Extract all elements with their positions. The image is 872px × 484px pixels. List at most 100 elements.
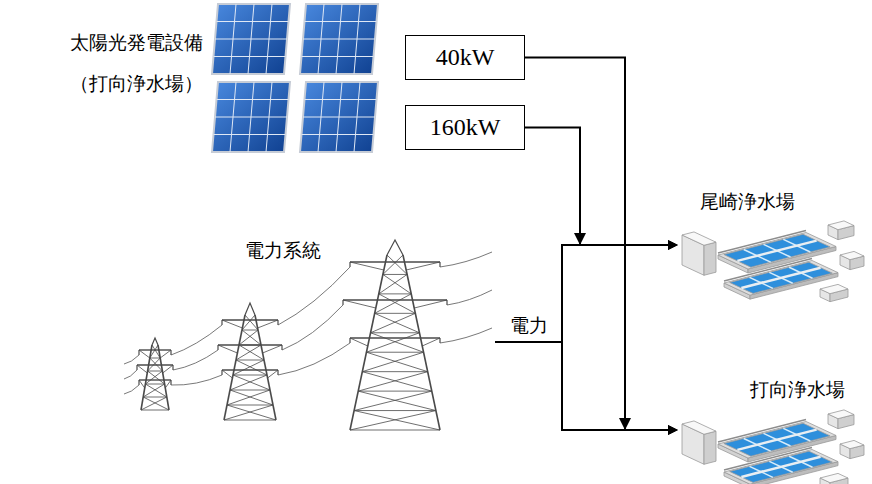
power-box: 40kW	[405, 35, 525, 80]
solar-panel	[212, 82, 290, 152]
text-group: 160kW	[430, 112, 501, 143]
tower-member	[172, 365, 173, 370]
tower-member	[362, 372, 431, 391]
tower-member	[160, 350, 171, 358]
tower-member	[137, 364, 173, 365]
solar-panel	[300, 4, 378, 74]
tower-member	[354, 391, 432, 410]
tower-member	[371, 313, 416, 332]
power-line	[440, 252, 492, 267]
tower-member	[218, 345, 237, 353]
tower-member	[139, 350, 150, 358]
tower-member	[224, 420, 276, 421]
tower-member	[375, 313, 416, 314]
tower-member	[379, 294, 416, 313]
tower-member	[406, 262, 440, 270]
tower-member	[375, 313, 420, 332]
building-face	[704, 242, 716, 275]
tower-member	[387, 255, 407, 274]
tower-member	[439, 338, 440, 343]
tower-member	[137, 365, 147, 373]
tower-member	[218, 344, 282, 345]
tower-member	[375, 294, 412, 313]
building-roof	[820, 284, 848, 293]
tower-member	[221, 370, 222, 375]
tower-member	[383, 274, 407, 275]
basin-walkway	[737, 430, 816, 450]
power-value: 160kW	[430, 112, 501, 143]
tower-member	[258, 320, 278, 328]
power-line	[171, 375, 222, 385]
tower-peak	[152, 338, 158, 345]
tower-member	[242, 330, 261, 345]
power-line	[173, 350, 218, 370]
panel-grid	[354, 82, 360, 152]
node-label: 尾崎浄水場	[700, 189, 795, 214]
tower-member	[379, 293, 411, 294]
tower-member	[242, 315, 255, 330]
tower-member	[343, 300, 376, 308]
junction-arrow-head	[619, 418, 631, 430]
tower-member	[358, 391, 432, 392]
node-label: 電力系統	[245, 238, 321, 263]
building-roof	[820, 473, 848, 482]
panel-grid	[266, 82, 272, 152]
tower-member	[383, 255, 403, 274]
water-plant-node: 打向浄水場	[678, 376, 870, 484]
water-plant	[682, 410, 864, 484]
tower-member	[281, 345, 282, 350]
panel-grid	[214, 134, 286, 135]
text-group: 電力系統	[245, 238, 321, 263]
tower-member	[277, 320, 278, 325]
panel-grid	[266, 4, 272, 74]
tower-member	[233, 375, 270, 390]
tower-member	[383, 274, 411, 293]
tower-member	[170, 350, 171, 355]
tower-member	[230, 375, 267, 390]
tower-member	[362, 371, 427, 372]
panel-grid	[214, 56, 286, 57]
basin-rail	[718, 419, 806, 442]
node-label: （打向浄水場）	[70, 71, 203, 96]
tower-member	[277, 370, 278, 375]
tower-member	[230, 390, 273, 405]
tower-member	[349, 262, 350, 267]
power-flow-arrow	[495, 245, 672, 342]
tower-member	[350, 430, 440, 431]
tower-member	[222, 320, 242, 328]
power-line	[124, 370, 137, 379]
tower-member	[371, 333, 424, 352]
tower-member	[350, 337, 440, 338]
tower-peak	[245, 303, 255, 315]
tower-member	[139, 380, 145, 388]
power-line	[124, 355, 139, 364]
tower-member	[350, 262, 384, 270]
junction-arrow-head	[574, 233, 586, 245]
tower-member	[148, 371, 165, 384]
tower-member	[139, 349, 171, 350]
tower-member	[422, 338, 440, 346]
tower-member	[150, 345, 158, 358]
solar-facility: 太陽光発電設備（打向浄水場）	[60, 0, 390, 158]
tower-member	[163, 365, 173, 373]
tower-member	[222, 370, 232, 378]
panel-face	[300, 4, 378, 74]
tower-member	[230, 390, 270, 391]
power-box: 160kW	[405, 105, 525, 150]
panel-grid	[215, 117, 287, 118]
power-flow-arrow	[525, 58, 672, 431]
tower-member	[221, 320, 222, 325]
tower-member	[366, 352, 423, 353]
solar-panel	[212, 4, 290, 74]
transmission-tower	[218, 303, 282, 420]
tower-member	[145, 384, 164, 385]
tower-member	[245, 315, 258, 330]
tower-member	[148, 371, 163, 372]
tower-member	[227, 390, 270, 405]
tower-member	[141, 410, 169, 411]
tower-member	[233, 375, 267, 376]
tower-member	[239, 345, 264, 360]
tower-member	[349, 338, 350, 343]
basin-walkway	[741, 457, 820, 477]
